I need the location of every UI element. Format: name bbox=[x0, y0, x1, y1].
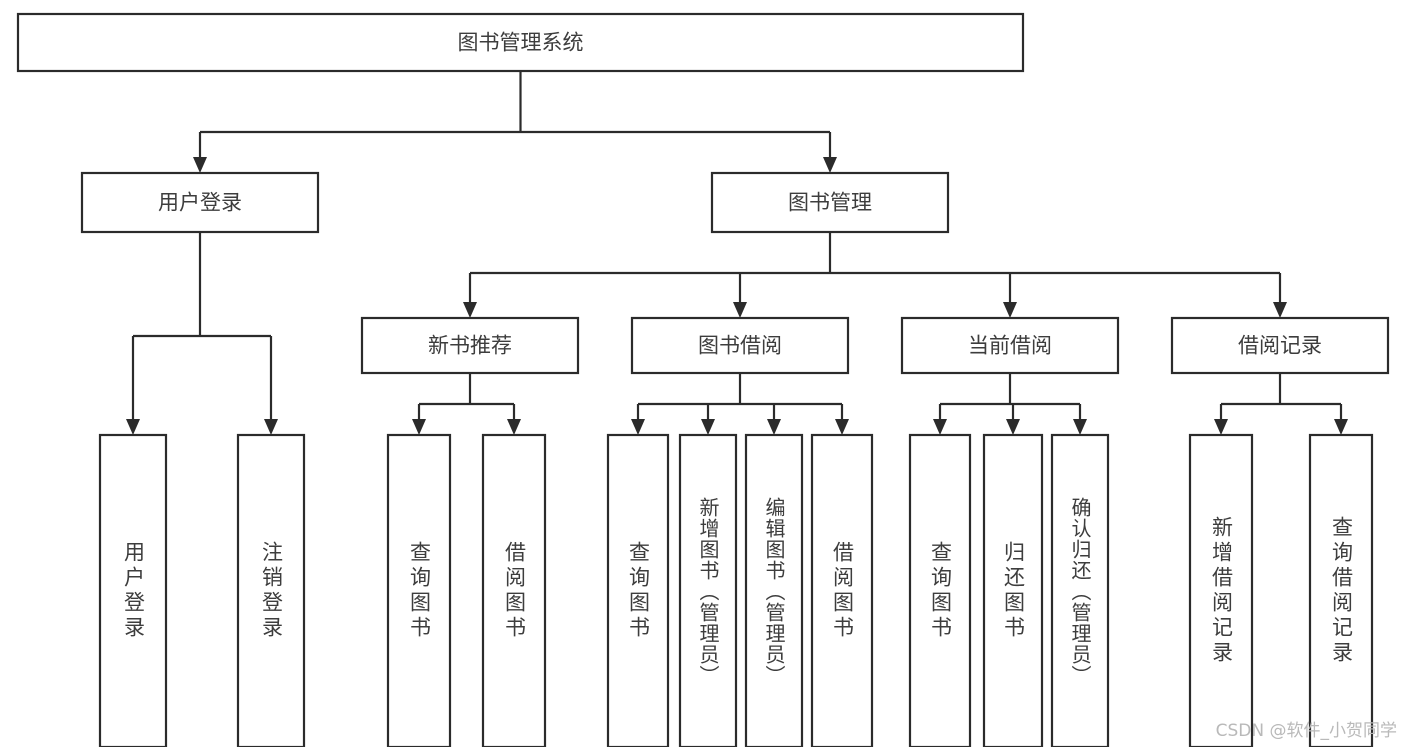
edge-newbook-to-leaves-arrow-0 bbox=[412, 419, 426, 435]
node-book-manage-label: 图书管理 bbox=[788, 191, 872, 215]
node-user-login-rect[interactable] bbox=[80, 171, 320, 234]
node-leaf-confirm-return-rect[interactable] bbox=[1050, 433, 1110, 747]
node-leaf-return-book-rect[interactable] bbox=[982, 433, 1044, 747]
edge-bookmanage-to-level2-arrow-3 bbox=[1273, 302, 1287, 318]
node-leaf-query-book-3-rect[interactable] bbox=[908, 433, 972, 747]
node-leaf-borrow-book-2-rect[interactable] bbox=[810, 433, 874, 747]
edge-bookborrow-to-leaves-arrow-1 bbox=[701, 419, 715, 435]
node-leaf-add-book-rect[interactable] bbox=[678, 433, 738, 747]
node-leaf-user-logout-rect[interactable] bbox=[236, 433, 306, 747]
node-leaf-user-login[interactable] bbox=[98, 433, 168, 747]
edge-userlogin-to-leaves-arrow-1 bbox=[264, 419, 278, 435]
node-leaf-query-record-rect[interactable] bbox=[1308, 433, 1374, 747]
node-leaf-query-book-1-rect[interactable] bbox=[386, 433, 452, 747]
node-leaf-borrow-book-1[interactable] bbox=[481, 433, 547, 747]
node-current-borrow-rect[interactable] bbox=[900, 316, 1120, 375]
edge-userlogin-to-leaves-arrow-0 bbox=[126, 419, 140, 435]
node-book-borrow[interactable]: 图书借阅 bbox=[630, 316, 850, 375]
node-book-borrow-label: 图书借阅 bbox=[698, 334, 782, 358]
edge-root-to-level1-arrow-0 bbox=[193, 157, 207, 173]
edges-layer bbox=[126, 71, 1348, 435]
node-leaf-return-book[interactable] bbox=[982, 433, 1044, 747]
node-leaf-confirm-return[interactable] bbox=[1050, 433, 1110, 747]
edge-bookborrow-to-leaves-arrow-0 bbox=[631, 419, 645, 435]
node-root-label: 图书管理系统 bbox=[458, 31, 584, 55]
node-borrow-record-rect[interactable] bbox=[1170, 316, 1390, 375]
edge-bookmanage-to-level2-arrow-1 bbox=[733, 302, 747, 318]
edge-bookborrow-to-leaves-arrow-3 bbox=[835, 419, 849, 435]
node-leaf-query-book-2-rect[interactable] bbox=[606, 433, 670, 747]
node-borrow-record[interactable]: 借阅记录 bbox=[1170, 316, 1390, 375]
watermark: CSDN @软件_小贺同学 bbox=[1215, 721, 1397, 741]
edge-currentborrow-to-leaves-arrow-0 bbox=[933, 419, 947, 435]
node-leaf-borrow-book-2[interactable] bbox=[810, 433, 874, 747]
node-leaf-query-record[interactable] bbox=[1308, 433, 1374, 747]
node-current-borrow[interactable]: 当前借阅 bbox=[900, 316, 1120, 375]
node-leaf-query-book-3[interactable] bbox=[908, 433, 972, 747]
node-leaf-borrow-book-1-rect[interactable] bbox=[481, 433, 547, 747]
node-leaf-add-record-rect[interactable] bbox=[1188, 433, 1254, 747]
node-new-book-recommend-rect[interactable] bbox=[360, 316, 580, 375]
edge-bookmanage-to-level2-arrow-0 bbox=[463, 302, 477, 318]
node-leaf-add-book[interactable] bbox=[678, 433, 738, 747]
edge-currentborrow-to-leaves-arrow-2 bbox=[1073, 419, 1087, 435]
node-new-book-recommend[interactable]: 新书推荐 bbox=[360, 316, 580, 375]
node-current-borrow-label: 当前借阅 bbox=[968, 334, 1052, 358]
edge-borrowrecord-to-leaves-arrow-0 bbox=[1214, 419, 1228, 435]
node-leaf-edit-book-rect[interactable] bbox=[744, 433, 804, 747]
node-leaf-user-logout[interactable] bbox=[236, 433, 306, 747]
node-new-book-recommend-label: 新书推荐 bbox=[428, 334, 512, 358]
node-root[interactable]: 图书管理系统 bbox=[16, 12, 1025, 73]
node-leaf-user-login-rect[interactable] bbox=[98, 433, 168, 747]
edge-borrowrecord-to-leaves-arrow-1 bbox=[1334, 419, 1348, 435]
node-book-manage[interactable]: 图书管理 bbox=[710, 171, 950, 234]
node-root-rect[interactable] bbox=[16, 12, 1025, 73]
node-borrow-record-label: 借阅记录 bbox=[1238, 334, 1322, 358]
node-book-borrow-rect[interactable] bbox=[630, 316, 850, 375]
node-book-manage-rect[interactable] bbox=[710, 171, 950, 234]
node-leaf-edit-book[interactable] bbox=[744, 433, 804, 747]
edge-newbook-to-leaves-arrow-1 bbox=[507, 419, 521, 435]
edge-bookmanage-to-level2-arrow-2 bbox=[1003, 302, 1017, 318]
node-leaf-query-book-2[interactable] bbox=[606, 433, 670, 747]
edge-root-to-level1-arrow-1 bbox=[823, 157, 837, 173]
node-leaf-add-record[interactable] bbox=[1188, 433, 1254, 747]
node-user-login[interactable]: 用户登录 bbox=[80, 171, 320, 234]
edge-currentborrow-to-leaves-arrow-1 bbox=[1006, 419, 1020, 435]
edge-bookborrow-to-leaves-arrow-2 bbox=[767, 419, 781, 435]
node-user-login-label: 用户登录 bbox=[158, 191, 242, 215]
node-leaf-query-book-1[interactable] bbox=[386, 433, 452, 747]
